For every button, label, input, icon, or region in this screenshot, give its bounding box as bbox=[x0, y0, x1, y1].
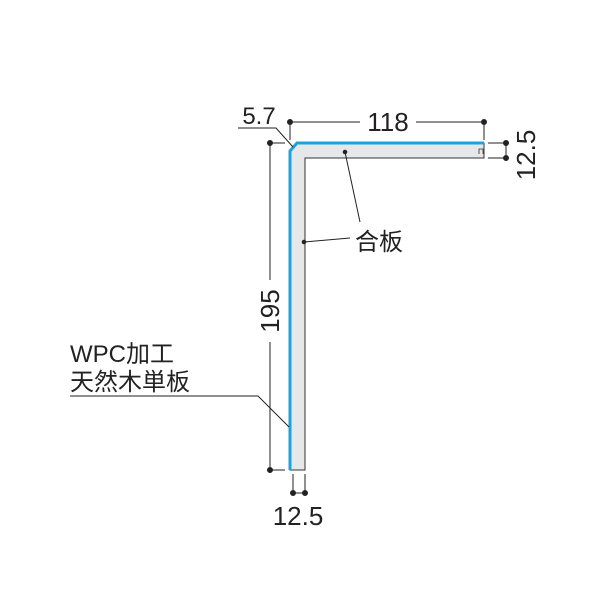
dim-right-thickness-label: 12.5 bbox=[511, 130, 541, 181]
surface-leader bbox=[70, 395, 290, 428]
core-label: 合板 bbox=[355, 229, 403, 256]
veneer-surface bbox=[288, 141, 484, 470]
dim-118-label: 118 bbox=[367, 107, 408, 137]
dim-195 bbox=[267, 140, 285, 473]
dim-bottom-thickness-label: 12.5 bbox=[273, 501, 324, 531]
surface-label-line1: WPC加工 bbox=[70, 341, 174, 368]
dim-bottom-thickness bbox=[290, 474, 308, 496]
surface-label-line2: 天然木単板 bbox=[70, 369, 190, 396]
dim-118 bbox=[287, 119, 487, 140]
end-notch bbox=[478, 148, 484, 154]
dim-195-label: 195 bbox=[255, 289, 285, 332]
chamfer-leader bbox=[238, 127, 294, 148]
dim-chamfer-label: 5.7 bbox=[242, 103, 275, 130]
profile-body bbox=[289, 142, 485, 471]
core-leaders bbox=[301, 149, 361, 245]
dim-right-thickness bbox=[488, 140, 509, 161]
